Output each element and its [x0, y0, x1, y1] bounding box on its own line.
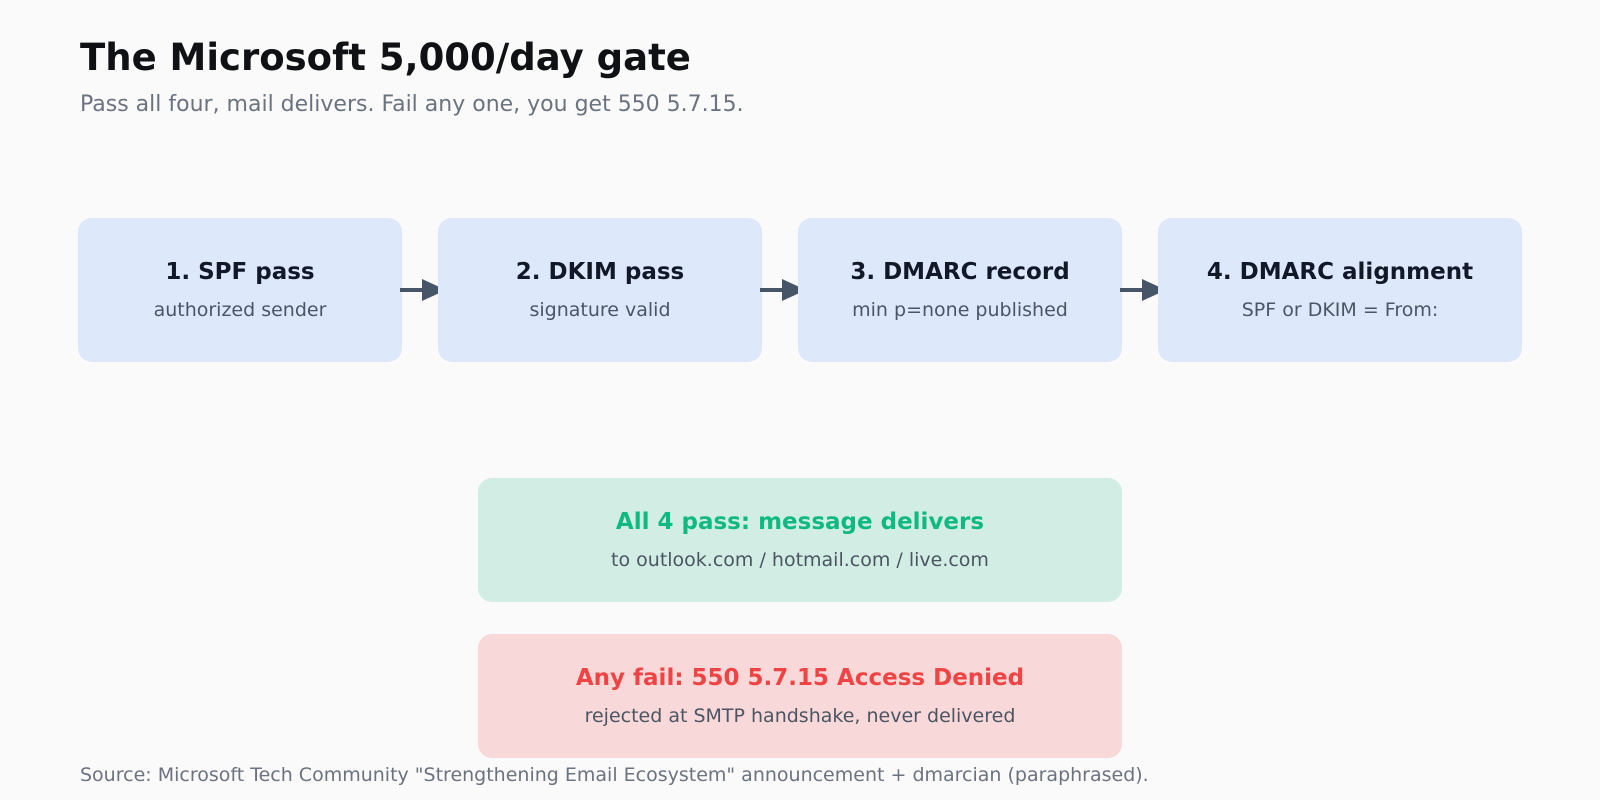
arrow-right-icon — [760, 279, 806, 301]
outcome-fail-desc: rejected at SMTP handshake, never delive… — [584, 705, 1016, 727]
source-note: Source: Microsoft Tech Community "Streng… — [80, 764, 1149, 786]
step-dmarc-alignment-box: 4. DMARC alignment SPF or DKIM = From: — [1158, 218, 1522, 362]
step-desc: signature valid — [529, 299, 671, 321]
outcome-fail-title: Any fail: 550 5.7.15 Access Denied — [575, 665, 1025, 691]
outcome-pass-title: All 4 pass: message delivers — [615, 509, 985, 535]
step-desc: min p=none published — [852, 299, 1068, 321]
outcome-pass-box: All 4 pass: message delivers to outlook.… — [478, 478, 1122, 602]
step-desc: authorized sender — [153, 299, 327, 321]
step-title: 4. DMARC alignment — [1206, 259, 1474, 285]
outcome-pass-desc: to outlook.com / hotmail.com / live.com — [611, 549, 989, 571]
step-desc: SPF or DKIM = From: — [1241, 299, 1439, 321]
arrow-right-icon — [1120, 279, 1166, 301]
step-title: 1. SPF pass — [165, 259, 315, 285]
page-title: The Microsoft 5,000/day gate — [80, 36, 691, 79]
page-subtitle: Pass all four, mail delivers. Fail any o… — [80, 92, 744, 117]
step-title: 2. DKIM pass — [515, 259, 685, 285]
step-dmarc-record-box: 3. DMARC record min p=none published — [798, 218, 1122, 362]
arrow-right-icon — [400, 279, 446, 301]
outcome-fail-box: Any fail: 550 5.7.15 Access Denied rejec… — [478, 634, 1122, 758]
step-dkim-box: 2. DKIM pass signature valid — [438, 218, 762, 362]
step-spf-box: 1. SPF pass authorized sender — [78, 218, 402, 362]
step-title: 3. DMARC record — [850, 259, 1070, 285]
